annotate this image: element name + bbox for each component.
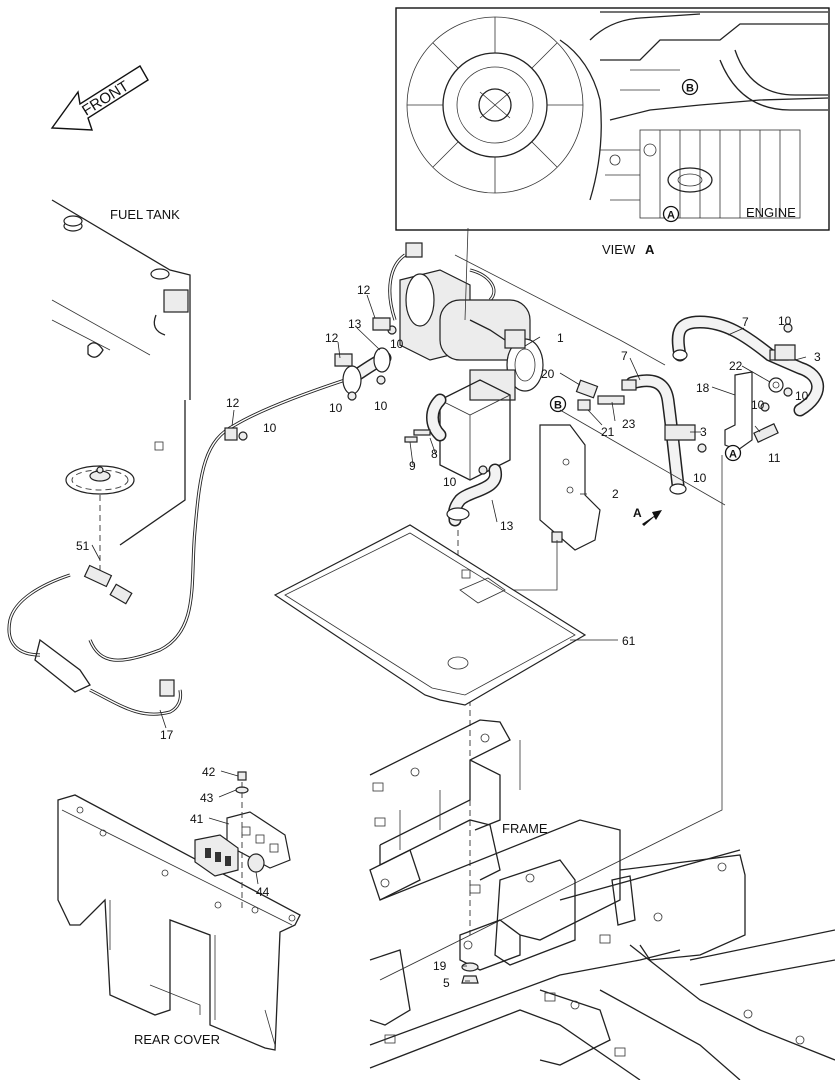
engine-label: ENGINE <box>746 205 796 220</box>
rear-cover-label: REAR COVER <box>134 1032 220 1047</box>
fuel-tank-illustration <box>51 199 191 570</box>
mounting-plate-61 <box>273 524 587 706</box>
callout-10b: 10 <box>390 337 404 351</box>
callout-7a: 7 <box>742 315 749 329</box>
callout-leaders <box>91 294 807 982</box>
callout-7b: 7 <box>621 349 628 363</box>
front-label: FRONT <box>79 78 132 120</box>
callout-51: 51 <box>76 539 90 553</box>
callout-5: 5 <box>443 976 450 990</box>
callout-1: 1 <box>557 331 564 345</box>
view-a-caption-prefix: VIEW <box>602 242 636 257</box>
callout-12c: 12 <box>226 396 240 410</box>
callout-12a: 12 <box>357 283 371 297</box>
marker-b-fitting: B <box>549 395 567 413</box>
svg-text:A: A <box>633 506 642 520</box>
callout-41: 41 <box>190 812 204 826</box>
callout-22: 22 <box>729 359 743 373</box>
callout-2: 2 <box>612 487 619 501</box>
callout-8: 8 <box>431 447 438 461</box>
callout-9: 9 <box>409 459 416 473</box>
callout-10h: 10 <box>751 398 765 412</box>
callout-12b: 12 <box>325 331 339 345</box>
svg-text:A: A <box>667 210 675 222</box>
callout-13a: 13 <box>348 317 362 331</box>
callout-10e: 10 <box>263 421 277 435</box>
callout-19: 19 <box>433 959 447 973</box>
callout-numbers: 1 2 3 3 5 7 7 8 9 10 10 10 10 10 10 10 1… <box>76 283 821 990</box>
callout-44: 44 <box>256 885 270 899</box>
fuel-tank-label: FUEL TANK <box>110 207 180 222</box>
callout-3a: 3 <box>814 350 821 364</box>
callout-21: 21 <box>601 425 615 439</box>
callout-61: 61 <box>622 634 636 648</box>
callout-11: 11 <box>768 451 781 465</box>
controller-assembly <box>194 771 291 910</box>
callout-10a: 10 <box>778 314 792 328</box>
callout-10d: 10 <box>374 399 388 413</box>
svg-text:A: A <box>729 449 737 461</box>
fuel-line-cables <box>7 242 496 716</box>
callout-43: 43 <box>200 791 214 805</box>
front-direction-arrow: FRONT <box>50 65 149 131</box>
svg-text:B: B <box>686 83 694 95</box>
fuel-sender-unit <box>65 465 135 495</box>
view-a-caption-letter: A <box>645 242 655 257</box>
marker-a-bracket: A <box>724 444 742 462</box>
callout-10i: 10 <box>795 389 809 403</box>
fasteners <box>238 317 796 475</box>
engine-illustration <box>406 11 829 219</box>
marker-a-inset: A <box>662 205 680 223</box>
callout-10g: 10 <box>693 471 707 485</box>
frame-label: FRAME <box>502 821 548 836</box>
callout-42: 42 <box>202 765 216 779</box>
bracket-18 <box>724 371 753 451</box>
frame-illustration <box>369 719 835 1080</box>
callout-23: 23 <box>622 417 636 431</box>
callout-3b: 3 <box>700 425 707 439</box>
callout-10f: 10 <box>443 475 457 489</box>
callout-13b: 13 <box>500 519 514 533</box>
marker-b-inset: B <box>681 78 699 96</box>
coolant-hoses <box>625 315 825 495</box>
callout-17: 17 <box>160 728 174 742</box>
heater-assembly <box>342 269 544 527</box>
callout-20: 20 <box>541 367 555 381</box>
svg-text:B: B <box>554 400 562 412</box>
bracket-2 <box>539 424 601 551</box>
view-a-inset: B A ENGINE <box>395 7 830 231</box>
callout-10c: 10 <box>329 401 343 415</box>
view-a-direction-arrow: A <box>633 506 662 526</box>
callout-18: 18 <box>696 381 710 395</box>
rear-cover-illustration <box>57 794 301 1051</box>
